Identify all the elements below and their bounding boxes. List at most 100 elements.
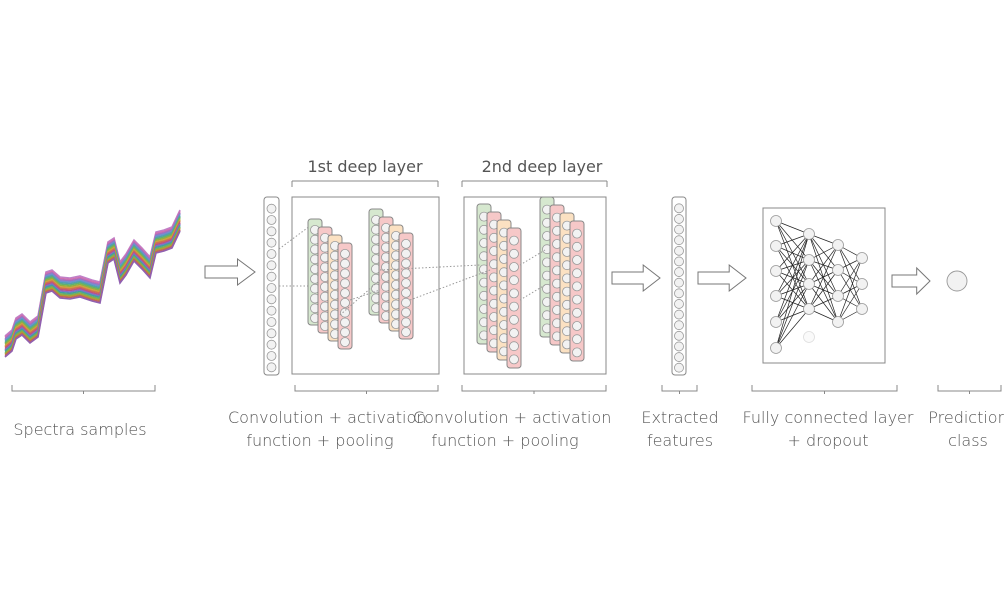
fc-connection	[808, 259, 839, 297]
neuron	[572, 307, 582, 318]
connection-line	[519, 284, 546, 301]
conv1-frame	[291, 196, 440, 375]
flow-arrows	[204, 258, 931, 296]
fc-connection	[775, 233, 810, 297]
neuron	[674, 320, 684, 331]
fc-connection	[775, 283, 810, 323]
neuron	[401, 238, 411, 249]
extracted-label-line2: features	[646, 431, 714, 450]
neuron	[674, 299, 684, 309]
fc-neuron	[770, 290, 782, 302]
conv1-label-line1: Convolution + activation	[228, 408, 427, 427]
neuron	[674, 245, 684, 256]
spectra-plot	[4, 209, 181, 358]
neuron	[509, 301, 519, 312]
neuron	[401, 287, 411, 298]
fc-neuron	[770, 240, 782, 252]
fc-neuron	[770, 265, 782, 277]
fc-connection	[775, 220, 810, 261]
neuron	[674, 235, 684, 246]
stage-brackets	[11, 180, 1002, 394]
neuron	[572, 347, 582, 358]
conv2-frame	[463, 196, 607, 375]
fc-connection	[837, 257, 863, 297]
fc-neuron	[832, 239, 844, 251]
neuron	[340, 258, 350, 269]
fc-connection	[808, 259, 839, 323]
neuron	[266, 339, 277, 350]
neuron	[266, 226, 277, 237]
neuron	[572, 228, 582, 239]
neuron	[509, 341, 519, 352]
fc-label-line2: + dropout	[787, 431, 869, 450]
neuron	[509, 248, 519, 259]
neuron	[340, 327, 350, 338]
neuron	[572, 321, 582, 331]
fc-connection	[837, 257, 863, 323]
prediction-neuron	[946, 270, 968, 292]
neuron	[340, 297, 350, 308]
neuron	[340, 278, 350, 289]
neuron	[401, 317, 411, 328]
neuron	[266, 237, 277, 248]
spectrum-line	[4, 212, 181, 340]
spectrum-line	[4, 230, 181, 358]
bottom-bracket	[461, 385, 607, 394]
fc-connection	[775, 220, 810, 235]
conv2-label-line1: Convolution + activation	[413, 408, 612, 427]
fc-connection	[775, 308, 810, 349]
fc-label-line1: Fully connected layer	[742, 408, 914, 427]
fc-neuron	[803, 254, 815, 266]
neuron	[266, 351, 277, 361]
neuron	[401, 258, 411, 269]
neuron	[509, 235, 519, 246]
neuron	[266, 249, 277, 259]
fc-connection	[808, 244, 839, 285]
neuron	[674, 362, 684, 373]
prediction-label-line1: Prediction	[928, 408, 1004, 427]
layer-panels	[263, 196, 968, 376]
fc-neuron	[770, 215, 782, 227]
fc-connection	[808, 233, 839, 271]
fc-neuron	[832, 290, 844, 302]
neuron	[509, 354, 519, 365]
fc-neuron	[832, 264, 844, 276]
fc-neuron	[803, 303, 815, 315]
neuron	[674, 267, 684, 277]
conv1-label: Convolution + activation function + pool…	[228, 406, 427, 452]
arrow-icon	[204, 258, 256, 286]
neuron	[674, 224, 684, 235]
prediction-class-label: Prediction class	[926, 406, 1004, 452]
neuron	[674, 214, 684, 224]
neuron	[572, 255, 582, 265]
neuron	[401, 248, 411, 259]
conv2-label: Convolution + activation function + pool…	[413, 406, 612, 452]
bottom-bracket	[11, 385, 156, 394]
arrow-icon	[611, 263, 661, 293]
fc-neuron	[770, 342, 782, 354]
fc-neuron	[856, 303, 868, 315]
neuron	[674, 256, 684, 267]
prediction-label-line2: class	[948, 431, 988, 450]
extracted-features-label: Extracted features	[630, 406, 730, 452]
neuron	[266, 317, 277, 327]
connection-line	[519, 249, 546, 266]
neuron	[340, 248, 350, 259]
spectrum-line	[4, 211, 181, 339]
fc-connection	[808, 269, 839, 310]
top-bracket	[461, 180, 608, 187]
fc-neuron	[803, 331, 815, 343]
bottom-bracket	[937, 385, 1002, 394]
neuron	[572, 334, 582, 345]
neuron	[572, 268, 582, 279]
neuron	[572, 241, 582, 252]
extracted-label-line1: Extracted	[641, 408, 719, 427]
neuron	[340, 268, 350, 279]
neuron	[674, 203, 684, 214]
neuron	[401, 327, 411, 338]
neuron	[266, 215, 277, 225]
fc-neuron	[803, 278, 815, 290]
fc-neuron	[803, 228, 815, 240]
spectra-samples-label: Spectra samples	[13, 420, 147, 439]
